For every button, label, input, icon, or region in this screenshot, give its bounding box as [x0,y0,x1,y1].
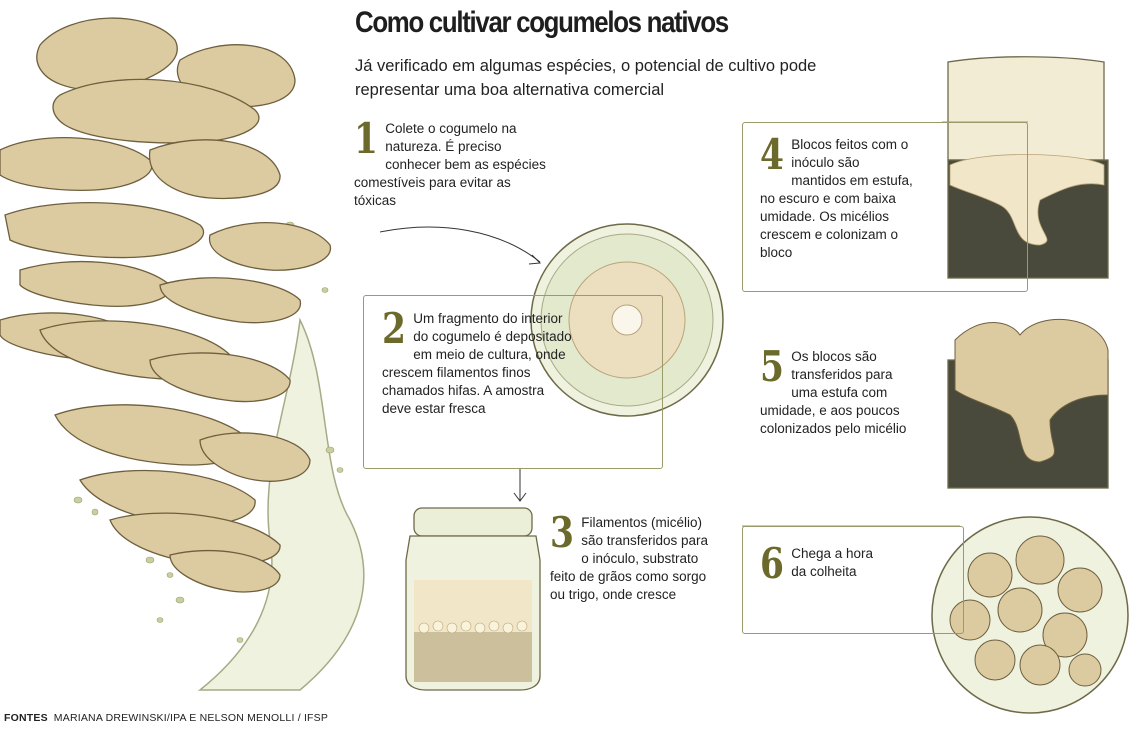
step-text: Os blocos são transferidos para uma estu… [760,349,907,436]
step-text: Blocos feitos com o inóculo são mantidos… [760,137,913,260]
step-1: 1 Colete o cogumelo na natureza. É preci… [354,114,554,210]
step-4-box [742,122,1028,292]
step-number: 4 [760,130,784,179]
step-5: 5 Os blocos são transferidos para uma es… [760,342,910,438]
colonized-block [947,318,1109,489]
step-2-box [363,295,663,469]
step-6: 6 Chega a hora da colheita [760,539,890,588]
flow-arrows [379,226,542,502]
harvest-plate [931,516,1129,714]
step-text: Um fragmento do interior do cogumelo é d… [382,311,572,416]
inoculum-jar [405,507,541,691]
step-number: 6 [760,539,784,588]
step-number: 1 [354,114,378,163]
step-2: 2 Um fragmento do interior do cogumelo é… [382,304,572,418]
sources-text: MARIANA DREWINSKI/IPA E NELSON MENOLLI /… [53,712,329,724]
sources-label: FONTES [4,712,48,724]
step-number: 3 [550,508,574,557]
page-subtitle: Já verificado em algumas espécies, o pot… [355,57,817,99]
step-text: Filamentos (micélio) são transferidos pa… [550,515,709,602]
step-number: 5 [760,342,784,391]
petri-dish [530,223,724,417]
step-text: Chega a hora da colheita [791,546,874,579]
wild-mushroom-cluster [0,17,331,593]
step-3: 3 Filamentos (micélio) são transferidos … [550,508,710,604]
sources-footer: FONTES MARIANA DREWINSKI/IPA E NELSON MEN… [4,712,328,724]
step-4: 4 Blocos feitos com o inóculo são mantid… [760,130,918,262]
step-number: 2 [382,304,406,353]
step-6-box [742,526,964,634]
page-title: Como cultivar cogumelos nativos [355,6,729,39]
step-text: Colete o cogumelo na natureza. É preciso… [354,121,546,208]
